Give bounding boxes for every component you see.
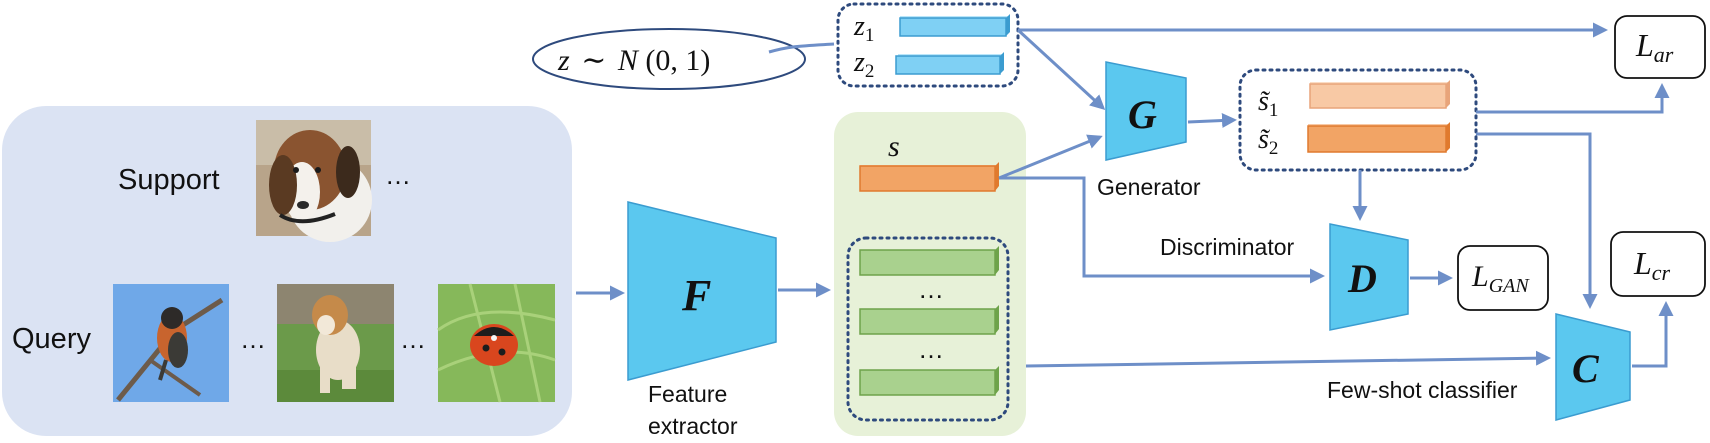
loss-gan-box <box>1457 245 1549 311</box>
query-ellipsis-1: … <box>240 324 266 354</box>
loss-ar-label: Lar <box>1635 27 1674 67</box>
s1-generated-bar <box>1309 80 1450 109</box>
classifier-caption: Few-shot classifier <box>1327 377 1518 403</box>
s2-label: s̃2 <box>1258 124 1278 159</box>
query-dog-image <box>277 284 394 402</box>
noise-distribution-label: z ∼ N (0, 1) <box>557 44 710 77</box>
query-feature-bar-2 <box>859 305 999 335</box>
query-feature-dots-2: … <box>918 334 944 364</box>
noise-vectors-group <box>836 2 1020 88</box>
loss-ar-box <box>1614 15 1706 79</box>
query-ladybug-image <box>437 283 556 403</box>
z2-vector-bar <box>895 52 1004 75</box>
query-bird-image <box>113 284 229 402</box>
classifier-symbol: C <box>1572 346 1600 391</box>
support-dog-image <box>256 120 372 242</box>
loss-cr-label: Lcr <box>1633 245 1671 285</box>
s2-generated-bar <box>1307 122 1450 153</box>
query-feature-bar-1 <box>859 246 999 276</box>
discriminator-caption: Discriminator <box>1160 234 1295 260</box>
generator-caption: Generator <box>1097 174 1201 200</box>
connection-arrows <box>576 22 1674 368</box>
support-feature-label: s <box>888 130 900 163</box>
query-features-group <box>846 236 1010 422</box>
feature-extractor-block <box>627 201 777 381</box>
feature-extractor-caption-2: extractor <box>648 413 738 439</box>
query-label: Query <box>12 323 91 355</box>
loss-cr-box <box>1610 231 1706 297</box>
feature-extractor-caption-1: Feature <box>648 381 727 407</box>
classifier-block <box>1555 313 1631 421</box>
z2-label: z2 <box>853 47 874 82</box>
s1-label: s̃1 <box>1258 86 1278 121</box>
generator-block <box>1105 61 1187 161</box>
z1-label: z1 <box>853 11 874 46</box>
support-ellipsis: … <box>385 160 411 190</box>
feature-extractor-symbol: F <box>681 271 711 320</box>
z1-vector-bar <box>899 14 1010 37</box>
query-feature-bar-3 <box>859 366 999 396</box>
discriminator-symbol: D <box>1347 256 1377 301</box>
loss-gan-label: LGAN <box>1471 260 1530 297</box>
query-feature-dots-1: … <box>918 274 944 304</box>
noise-distribution-node <box>532 28 806 90</box>
support-label: Support <box>118 164 220 196</box>
query-ellipsis-2: … <box>400 324 426 354</box>
discriminator-block <box>1329 223 1409 331</box>
support-feature-bar <box>859 162 999 192</box>
generator-symbol: G <box>1128 92 1157 137</box>
